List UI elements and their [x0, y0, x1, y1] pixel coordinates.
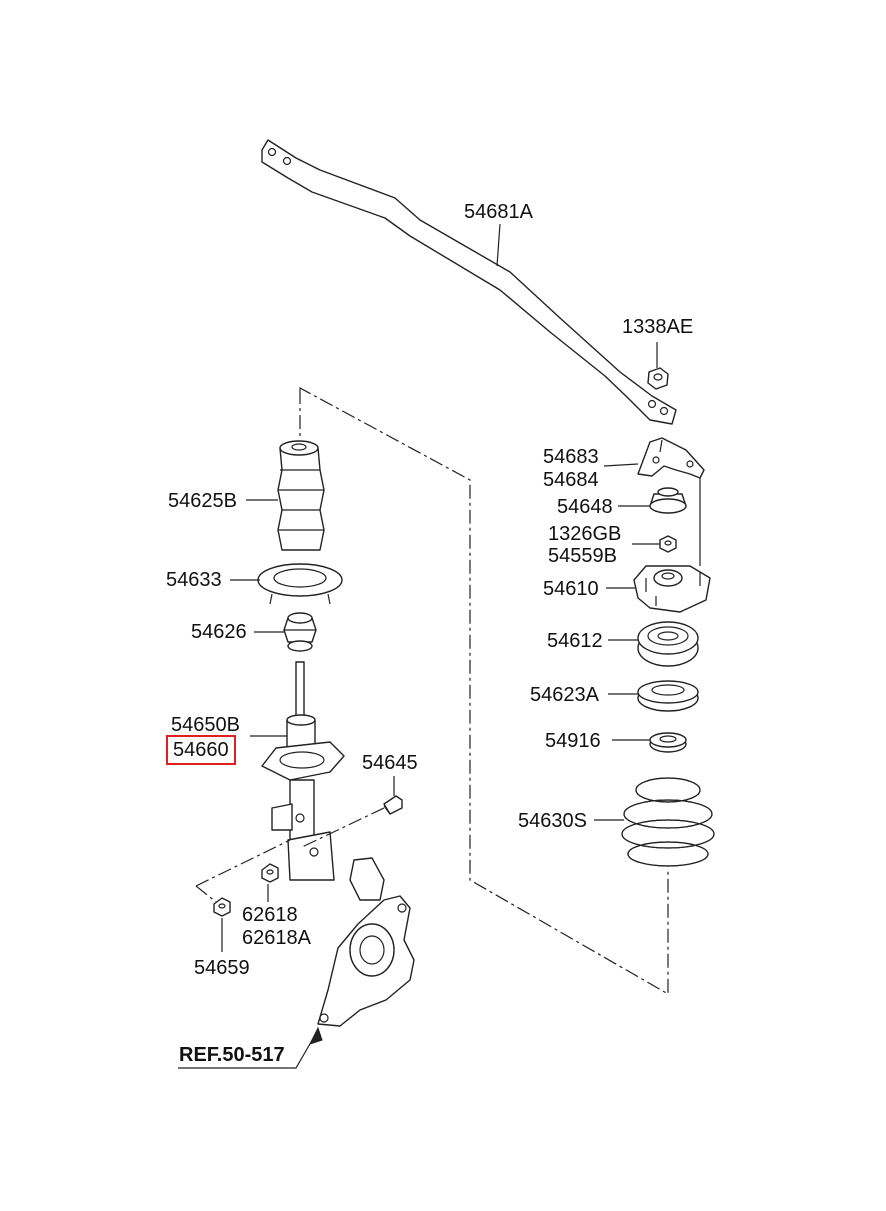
part-label-54559b[interactable]: 54559B: [548, 545, 617, 567]
reference-label[interactable]: REF.50-517: [179, 1044, 285, 1066]
strut-assembly-drawing: [261, 661, 345, 881]
nut-54659-drawing: [213, 897, 231, 917]
steering-knuckle-drawing: [317, 857, 415, 1027]
part-label-54625b[interactable]: 54625B: [168, 490, 237, 512]
cap-drawing: [649, 487, 687, 514]
nut-62618-drawing: [261, 863, 279, 883]
part-label-54650b[interactable]: 54650B: [171, 714, 240, 736]
bumper-drawing: [283, 612, 317, 652]
bracket-drawing: [637, 437, 705, 479]
part-label-54660[interactable]: 54660: [166, 735, 236, 765]
part-label-54633[interactable]: 54633: [166, 569, 222, 591]
coil-spring-drawing: [621, 777, 715, 867]
bolt-drawing: [383, 795, 403, 815]
part-label-54645[interactable]: 54645: [362, 752, 418, 774]
dust-cover-drawing: [277, 440, 325, 551]
part-label-54659[interactable]: 54659: [194, 957, 250, 979]
part-label-1326gb[interactable]: 1326GB: [548, 523, 622, 545]
part-label-54683[interactable]: 54683: [543, 446, 599, 468]
part-label-54630s[interactable]: 54630S: [518, 810, 587, 832]
part-label-54623a[interactable]: 54623A: [530, 684, 599, 706]
part-label-54612[interactable]: 54612: [547, 630, 603, 652]
spring-seat-drawing: [637, 680, 699, 712]
part-label-54684[interactable]: 54684: [543, 469, 599, 491]
spring-pad-drawing: [257, 563, 343, 605]
part-label-54681a[interactable]: 54681A: [464, 201, 533, 223]
part-label-54916[interactable]: 54916: [545, 730, 601, 752]
pad-drawing: [649, 732, 687, 753]
stabilizer-bar-drawing: [261, 139, 677, 425]
nut-1338ae-drawing: [647, 367, 669, 390]
part-label-62618[interactable]: 62618: [242, 904, 298, 926]
part-label-1338ae[interactable]: 1338AE: [622, 316, 694, 338]
part-label-54648[interactable]: 54648: [557, 496, 613, 518]
bearing-drawing: [637, 621, 699, 667]
part-label-54626[interactable]: 54626: [191, 621, 247, 643]
part-label-54610[interactable]: 54610: [543, 578, 599, 600]
part-label-62618a[interactable]: 62618A: [242, 927, 311, 949]
strut-mount-drawing: [633, 565, 711, 613]
nut-1326gb-drawing: [659, 535, 677, 553]
